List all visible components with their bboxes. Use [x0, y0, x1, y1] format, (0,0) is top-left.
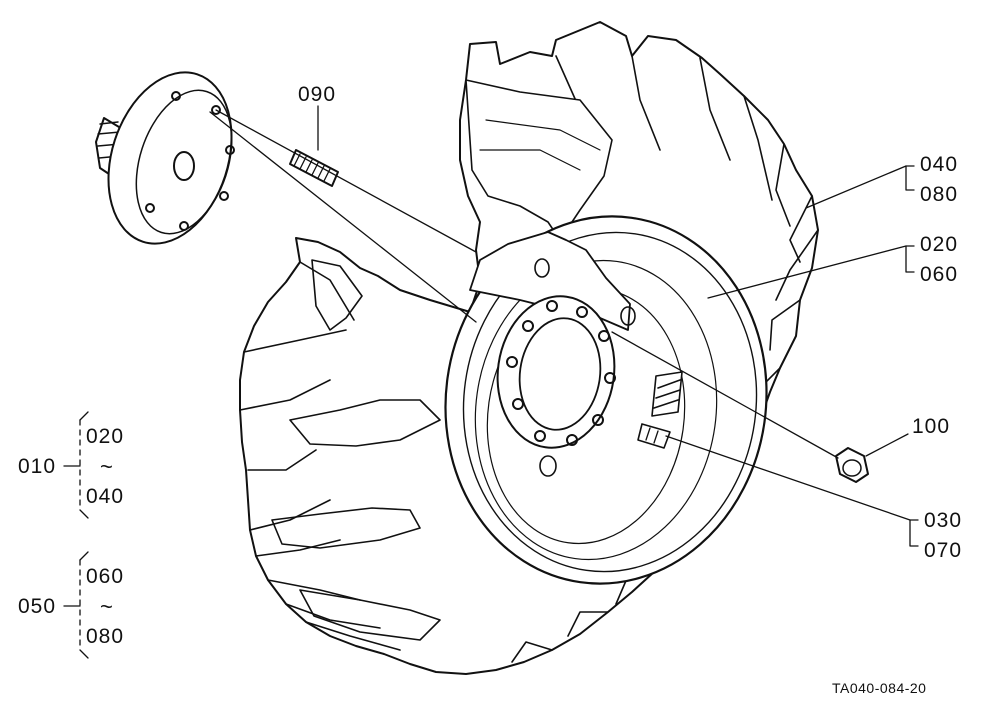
group-010-to: 040 — [86, 485, 125, 508]
group-010-sep: ~ — [100, 454, 113, 479]
label-part-040: 040 — [920, 153, 959, 176]
stud-bolt — [289, 149, 339, 187]
label-part-030: 030 — [924, 509, 963, 532]
wheel-disc — [444, 215, 768, 585]
group-010-id: 010 — [18, 455, 57, 478]
label-part-090: 090 — [298, 83, 337, 106]
group-050-sep: ~ — [100, 594, 113, 619]
label-part-100: 100 — [912, 415, 951, 438]
hub-flange — [95, 71, 235, 245]
label-part-070: 070 — [924, 539, 963, 562]
label-part-020: 020 — [920, 233, 959, 256]
drawing-code: TA040-084-20 — [832, 680, 927, 696]
group-050-to: 080 — [86, 625, 125, 648]
lug-nut — [835, 447, 869, 483]
label-part-080: 080 — [920, 183, 959, 206]
group-050-from: 060 — [86, 565, 125, 588]
leader-lines — [63, 105, 919, 659]
group-010-from: 020 — [86, 425, 125, 448]
label-part-060: 060 — [920, 263, 959, 286]
group-050-id: 050 — [18, 595, 57, 618]
